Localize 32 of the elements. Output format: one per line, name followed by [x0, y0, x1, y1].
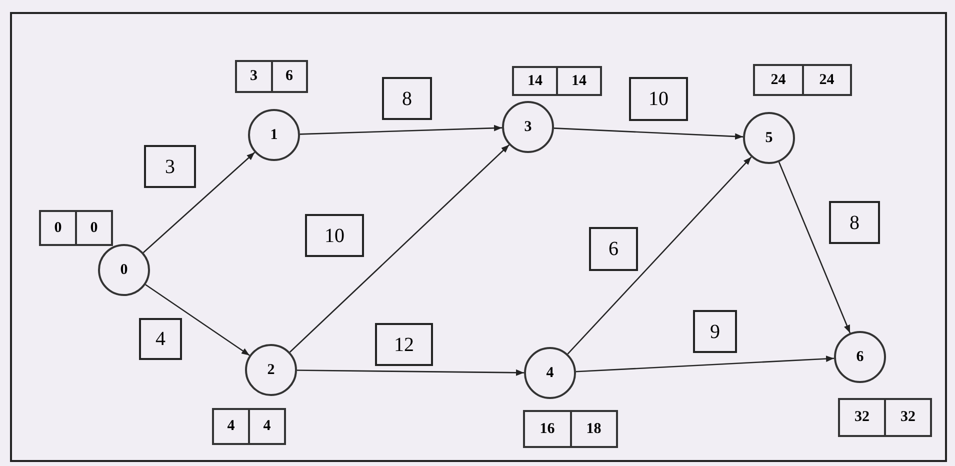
time-value: 16: [538, 420, 556, 439]
time-value: 0: [75, 212, 111, 244]
arrow: [567, 156, 752, 354]
arrow: [297, 369, 524, 376]
time-value: 24: [770, 70, 787, 90]
duration-label: 8: [829, 201, 880, 244]
time-value: 32: [854, 408, 870, 428]
duration-label: 9: [693, 310, 737, 353]
time-value: 3: [249, 67, 258, 86]
time-value: 4: [248, 410, 284, 443]
time-value: 14: [526, 72, 544, 91]
time-value: 14: [556, 68, 600, 94]
duration-label: 10: [305, 214, 364, 257]
duration-label: 8: [382, 77, 432, 120]
arrow: [300, 124, 502, 135]
time-value: 6: [270, 62, 306, 91]
arrow: [142, 152, 256, 254]
time-value: 18: [570, 412, 616, 446]
duration-label: 4: [139, 318, 182, 360]
arrow: [576, 356, 834, 372]
duration-label: 3: [144, 145, 196, 188]
time-value: 24: [802, 66, 850, 94]
time-value: 0: [53, 218, 63, 238]
duration-label: 6: [589, 227, 638, 271]
duration-label: 10: [629, 77, 688, 121]
time-value: 4: [226, 417, 236, 436]
time-value: 32: [884, 400, 930, 435]
arrow: [554, 128, 744, 140]
duration-label: 12: [375, 323, 433, 366]
arrow: [289, 144, 510, 353]
arrow: [778, 162, 851, 334]
arrow: [145, 284, 250, 356]
